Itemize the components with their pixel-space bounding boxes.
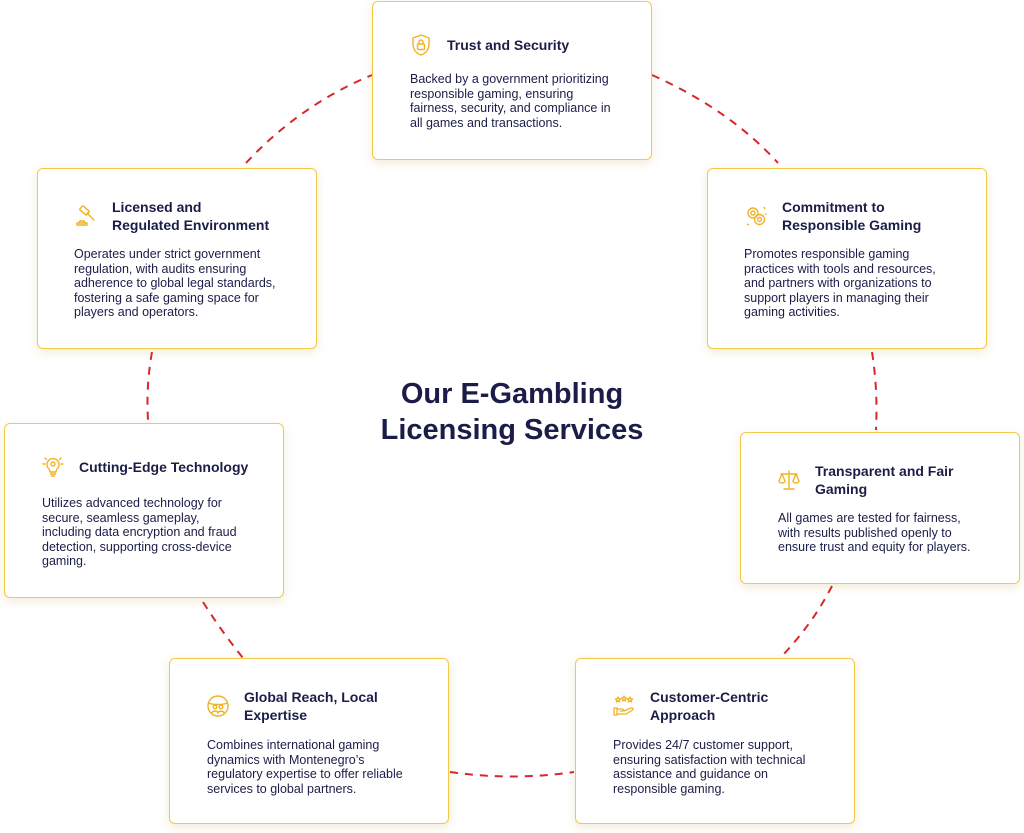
desc-line: services to global partners. [207,781,357,796]
desc-line: players and operators. [74,305,199,320]
card-description: Provides 24/7 customer support, ensuring… [613,738,805,796]
desc-line: all games and transactions. [410,115,563,130]
connector-right-lower [779,585,833,659]
card-title: Commitment to Responsible Gaming [782,198,921,234]
desc-line: gaming. [42,554,87,569]
desc-line: Combines international gaming [207,738,380,752]
desc-line: support players in managing their [744,290,929,305]
card-cutting-edge-technology: Cutting-Edge Technology Utilizes advance… [4,423,284,598]
card-title: Global Reach, Local Expertise [244,688,378,724]
connector-bottom [449,771,575,778]
desc-line: regulation, with audits ensuring [74,261,247,276]
card-description: Operates under strict government regulat… [74,247,276,320]
desc-line: and partners with organizations to [744,276,932,291]
globe-people-icon [206,694,230,718]
desc-line: with results published openly to [778,525,952,540]
desc-line: ensure trust and equity for players. [778,540,971,555]
desc-line: adherence to global legal standards, [74,276,276,291]
card-title-line: Regulated Environment [112,217,270,233]
card-title-line: Transparent and Fair [815,463,954,479]
card-licensed-regulated: Licensed and Regulated Environment Opera… [37,168,317,349]
desc-line: gaming activities. [744,305,840,320]
desc-line: responsible gaming, ensuring [410,86,574,101]
card-title-line: Commitment to [782,199,885,215]
desc-line: practices with tools and resources, [744,261,936,276]
gavel-icon [74,204,98,228]
title-line-1: Our E-Gambling [400,378,624,410]
card-title-line: Global Reach, Local [244,689,378,705]
desc-line: Operates under strict government [74,247,261,261]
desc-line: fairness, security, and compliance in [410,101,611,116]
card-title: Cutting-Edge Technology [79,458,248,476]
card-transparent-fair-gaming: Transparent and Fair Gaming All games ar… [740,432,1020,584]
title-line-2: Licensing Services [380,414,644,446]
scales-icon [777,468,801,492]
card-title: Licensed and Regulated Environment [112,198,269,234]
desc-line: fostering a safe gaming space for [74,290,259,305]
card-title: Customer-Centric Approach [650,688,768,724]
card-trust-and-security: Trust and Security Backed by a governmen… [372,1,652,160]
desc-line: ensuring satisfaction with technical [613,752,806,767]
card-description: Promotes responsible gaming practices wi… [744,247,936,320]
desc-line: including data encryption and fraud [42,525,237,540]
hand-stars-icon [612,694,636,718]
desc-line: dynamics with Montenegro’s [207,752,365,767]
card-title-line: Licensed and [112,199,202,215]
desc-line: Provides 24/7 customer support, [613,738,793,752]
card-title: Transparent and Fair Gaming [815,462,953,498]
card-description: Utilizes advanced technology for secure,… [42,496,237,569]
casino-chips-icon [744,204,768,228]
card-title-line: Responsible Gaming [782,217,922,233]
shield-lock-icon [409,33,433,57]
card-title-line: Expertise [244,707,308,723]
desc-line: secure, seamless gameplay, [42,510,200,525]
desc-line: Utilizes advanced technology for [42,496,222,510]
card-description: Combines international gaming dynamics w… [207,738,403,796]
card-description: Backed by a government prioritizing resp… [410,72,611,130]
card-title-line: Gaming [815,481,868,497]
connector-right-upper [871,351,878,431]
connector-top-right [651,74,779,164]
desc-line: Backed by a government prioritizing [410,72,609,86]
card-title: Trust and Security [447,36,569,54]
desc-line: assistance and guidance on [613,767,768,782]
card-customer-centric: Customer-Centric Approach Provides 24/7 … [575,658,855,824]
desc-line: regulatory expertise to offer reliable [207,767,403,782]
card-description: All games are tested for fairness, with … [778,511,970,555]
card-commitment-responsible-gaming: Commitment to Responsible Gaming Promote… [707,168,987,349]
lightbulb-gear-icon [41,455,65,479]
card-title-line: Cutting-Edge Technology [79,459,249,475]
card-title-line: Approach [650,707,716,723]
card-title-line: Customer-Centric [650,689,769,705]
connector-left-upper [146,351,153,421]
connector-top-left [245,74,373,164]
card-title-line: Trust and Security [447,37,570,53]
desc-line: Promotes responsible gaming [744,247,910,261]
desc-line: All games are tested for fairness, [778,511,961,525]
card-global-reach: Global Reach, Local Expertise Combines i… [169,658,449,824]
page-title: Our E-Gambling Licensing Services [312,376,712,448]
desc-line: detection, supporting cross-device [42,539,232,554]
connector-left-lower [202,601,244,659]
desc-line: responsible gaming. [613,781,725,796]
